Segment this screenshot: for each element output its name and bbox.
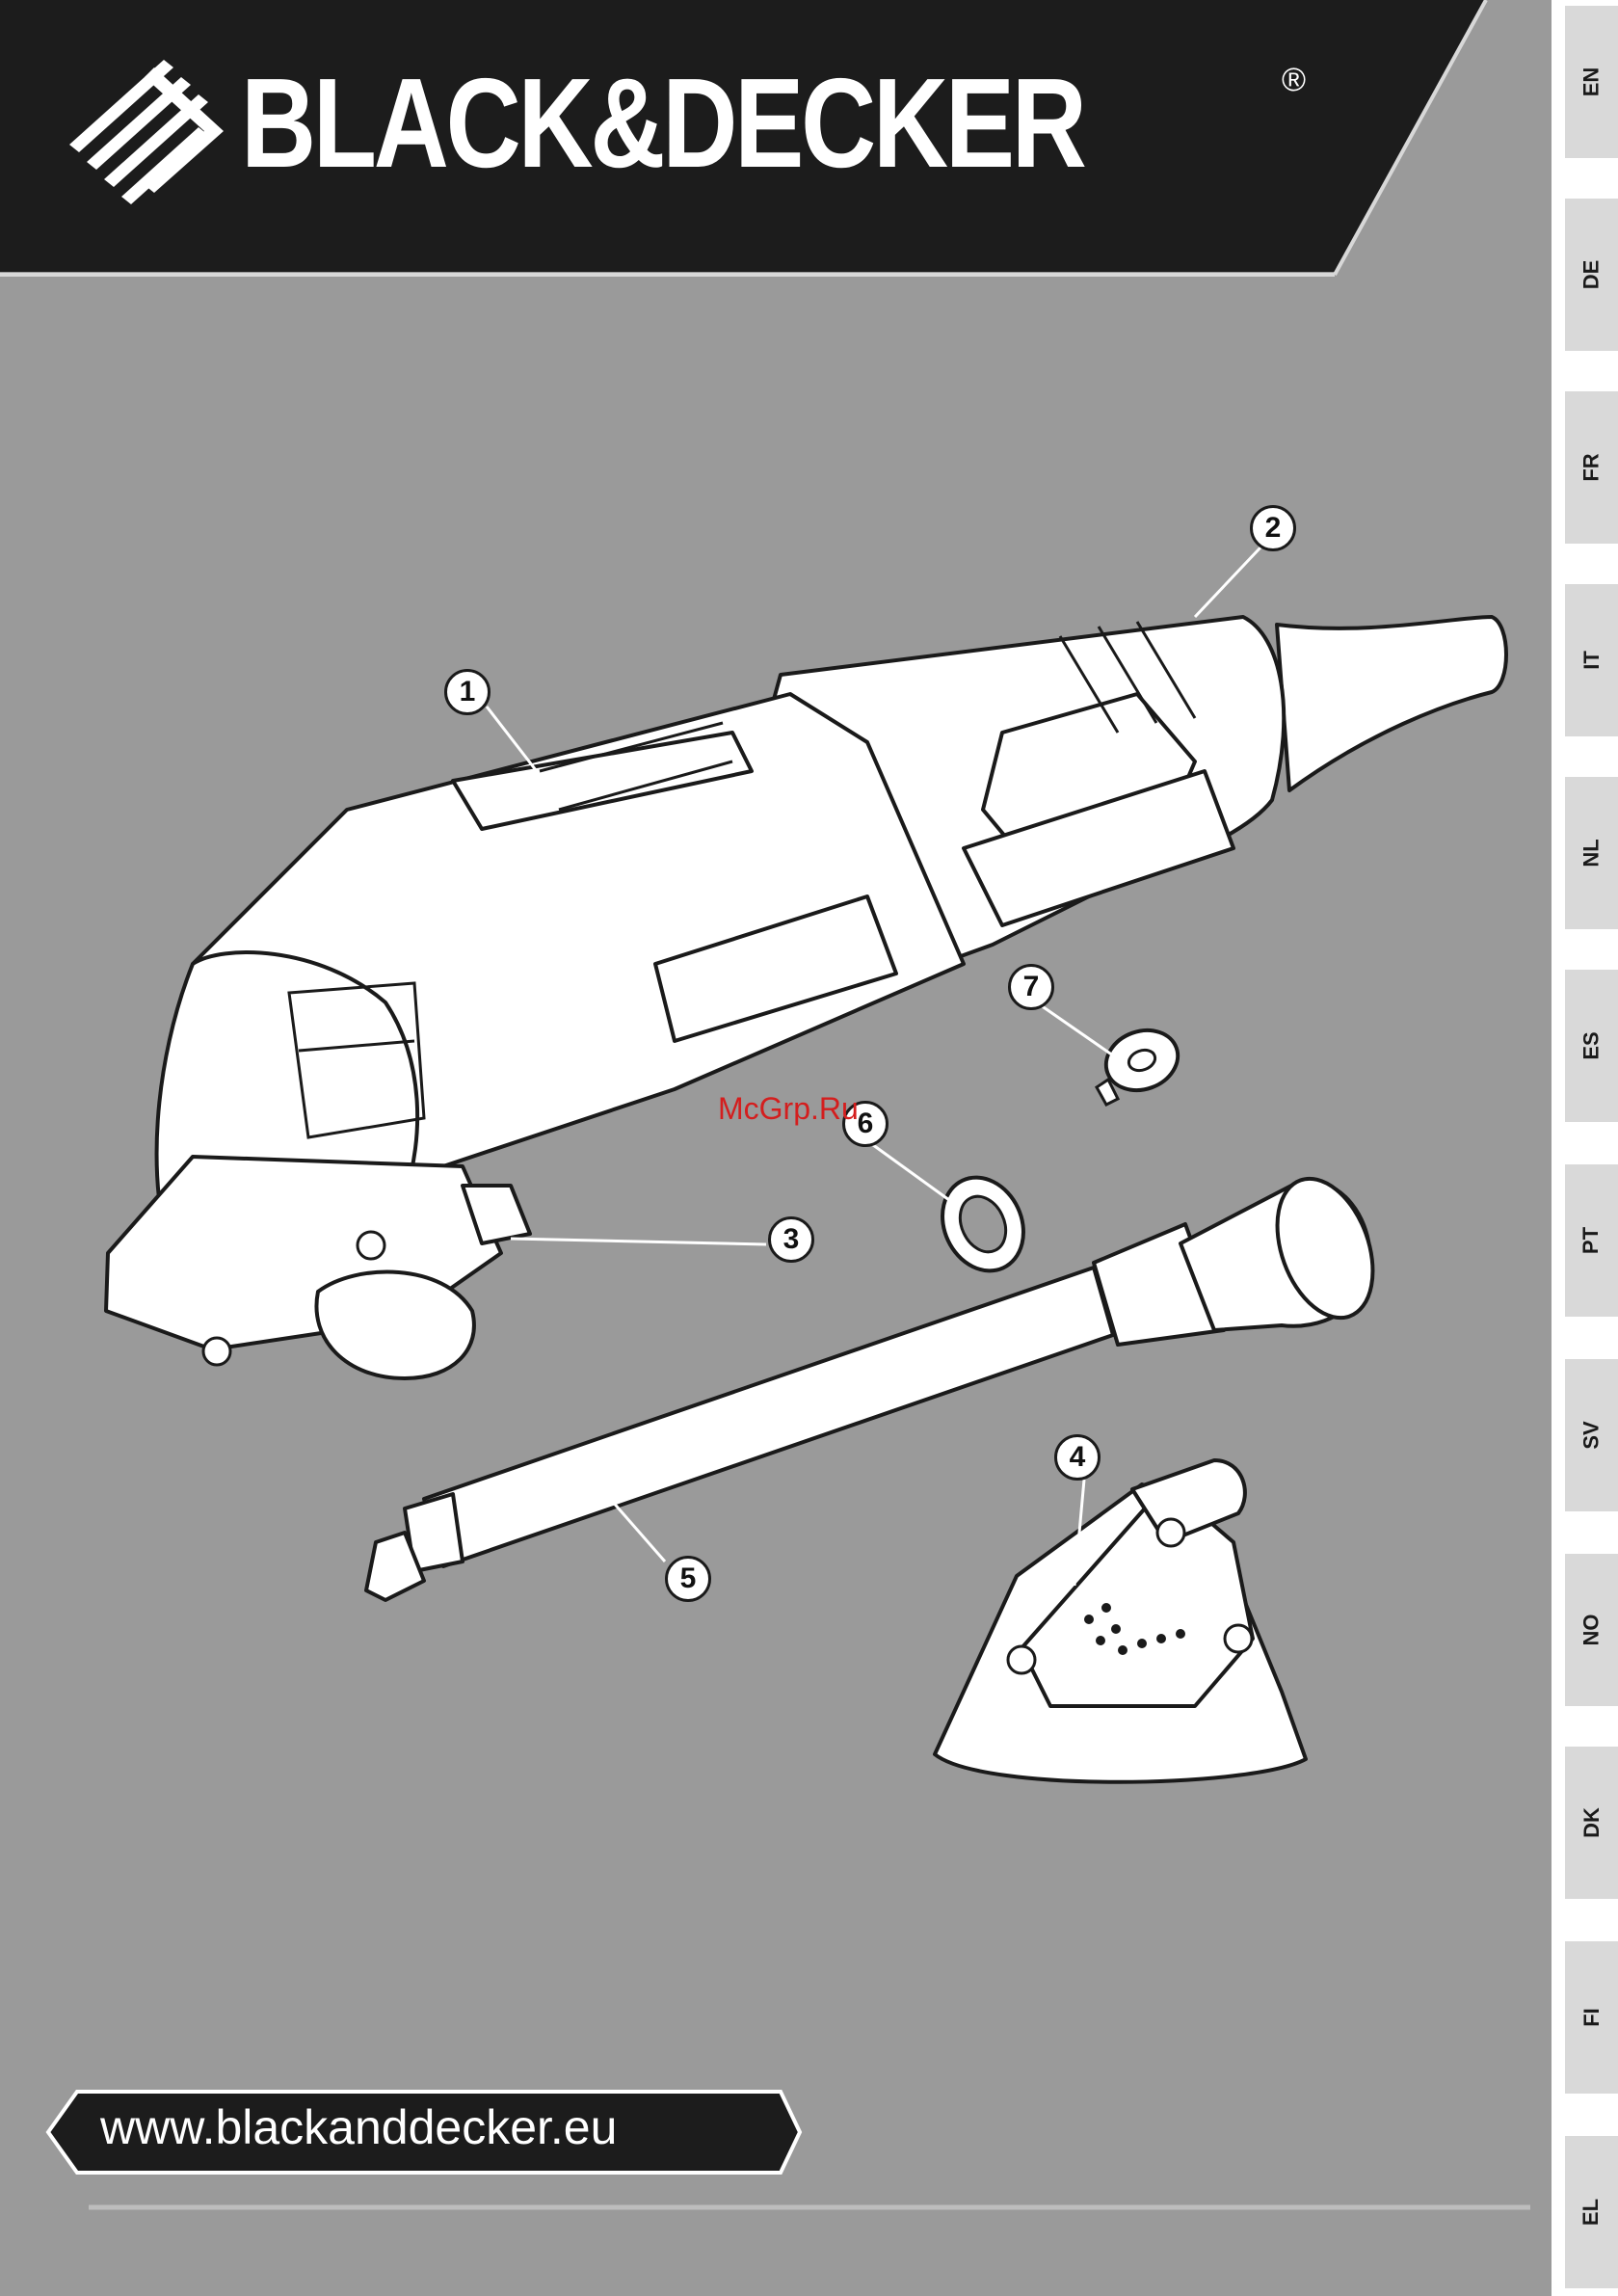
language-tab-fr[interactable]: FR [1565, 391, 1618, 544]
callout-4: 4 [1054, 1434, 1101, 1481]
language-tab-label: EL [1579, 2199, 1605, 2226]
language-tab-nl[interactable]: NL [1565, 777, 1618, 929]
watermark-text: McGrp.Ru [718, 1091, 859, 1127]
language-tab-label: FI [1579, 2008, 1605, 2027]
language-tab-label: EN [1579, 67, 1605, 97]
language-tab-label: PT [1579, 1227, 1605, 1254]
callout-5: 5 [665, 1556, 711, 1602]
language-tab-dk[interactable]: DK [1565, 1747, 1618, 1899]
language-tab-label: FR [1578, 453, 1604, 481]
callout-3: 3 [768, 1216, 814, 1263]
language-tab-it[interactable]: IT [1565, 584, 1618, 736]
language-tab-el[interactable]: EL [1565, 2136, 1618, 2288]
brand-wordmark: BLACK&DECKER [241, 60, 1084, 187]
language-tab-fi[interactable]: FI [1565, 1941, 1618, 2094]
callout-1: 1 [444, 669, 491, 715]
washer-drawing [928, 1164, 1039, 1284]
language-tab-label: NO [1579, 1615, 1605, 1646]
callout-7: 7 [1008, 964, 1054, 1010]
language-tab-label: SV [1578, 1421, 1604, 1449]
website-url[interactable]: www.blackanddecker.eu [100, 2099, 617, 2155]
language-tab-pt[interactable]: PT [1565, 1164, 1618, 1317]
language-tab-label: NL [1578, 839, 1604, 867]
registered-trademark: ® [1282, 62, 1306, 99]
language-tab-sv[interactable]: SV [1565, 1359, 1618, 1511]
language-tab-de[interactable]: DE [1565, 199, 1618, 351]
language-tab-label: ES [1578, 1031, 1604, 1059]
language-tab-no[interactable]: NO [1565, 1554, 1618, 1706]
delta-sander-plate-drawing [935, 1460, 1306, 1782]
language-tab-label: DK [1579, 1807, 1605, 1838]
language-tab-en[interactable]: EN [1565, 6, 1618, 158]
language-tab-label: DE [1579, 260, 1605, 290]
language-tab-es[interactable]: ES [1565, 970, 1618, 1122]
callout-2: 2 [1250, 505, 1296, 551]
language-tab-label: IT [1579, 651, 1605, 670]
flange-bolt-drawing [1097, 1021, 1186, 1105]
